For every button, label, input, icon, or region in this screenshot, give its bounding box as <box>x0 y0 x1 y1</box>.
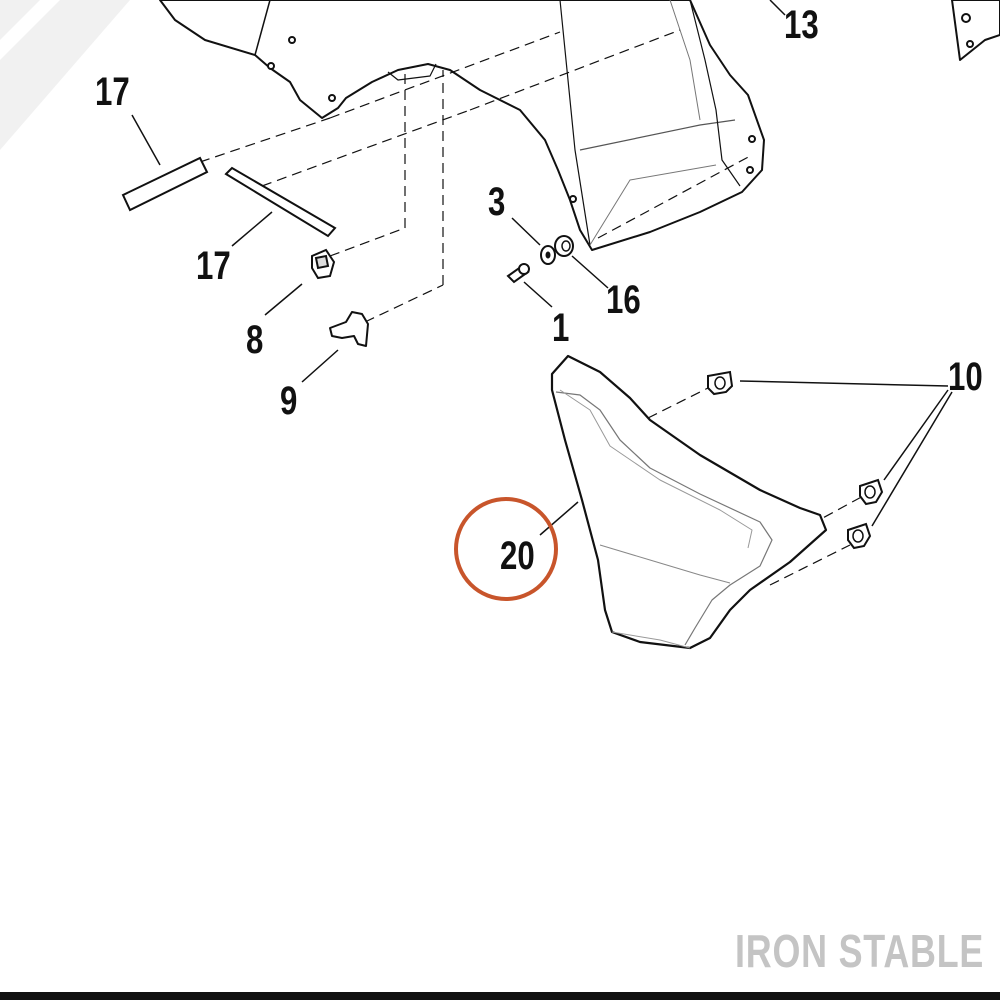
part-16-grommet <box>554 235 574 257</box>
leader-17-top <box>131 114 161 166</box>
label-20: 20 <box>500 534 535 578</box>
part-17-strip-small <box>121 156 209 212</box>
part-20-side-cover <box>550 354 828 650</box>
label-8: 8 <box>246 318 264 362</box>
label-1: 1 <box>552 306 570 350</box>
bottom-border <box>0 992 1000 1000</box>
leader-10-c <box>871 391 953 527</box>
leader-8 <box>264 283 303 316</box>
label-9: 9 <box>280 379 298 423</box>
label-3: 3 <box>488 180 506 224</box>
label-10: 10 <box>948 355 983 399</box>
leader-lines <box>131 114 953 536</box>
fender-part <box>159 0 765 251</box>
part-10-grommet-a <box>707 370 734 396</box>
highlight-circle <box>454 497 558 601</box>
background-stripes <box>0 0 130 150</box>
part-17-strip-long <box>224 166 337 238</box>
leader-1 <box>523 281 553 308</box>
leader-3 <box>511 217 541 246</box>
leader-16 <box>571 255 609 289</box>
part-9-bracket <box>329 311 369 347</box>
leader-9 <box>301 349 339 383</box>
label-17-top: 17 <box>95 70 130 114</box>
label-13: 13 <box>784 3 819 47</box>
leader-10-b <box>883 389 949 481</box>
part-10-grommet-b <box>859 478 884 506</box>
leader-13 <box>769 0 786 16</box>
part-10-grommet-c <box>847 522 872 550</box>
watermark-text: IRON STABLE <box>735 925 985 977</box>
part-13-bracket <box>951 0 1000 61</box>
leader-10-a <box>739 380 949 387</box>
part-8-clip <box>311 248 336 280</box>
leader-17-bottom <box>231 211 273 247</box>
part-1-screw <box>506 263 530 284</box>
dashed-assembly-lines <box>199 29 866 586</box>
part-3-washer <box>540 245 556 265</box>
label-16: 16 <box>606 278 641 322</box>
leader-20 <box>539 501 579 536</box>
label-17-bottom: 17 <box>196 244 231 288</box>
